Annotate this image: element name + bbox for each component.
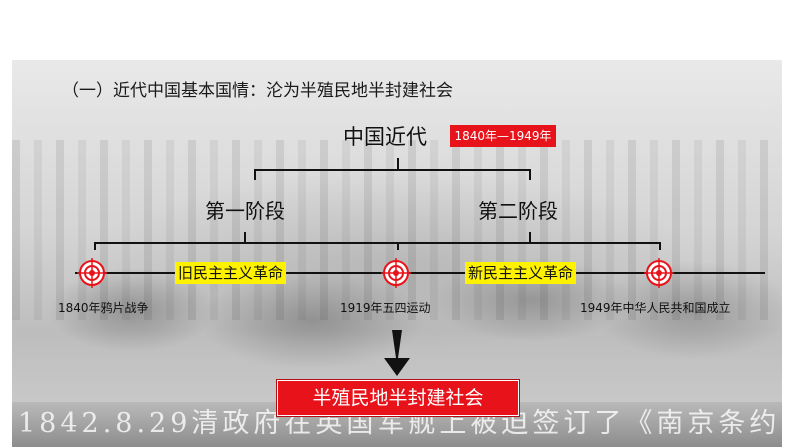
outcome-box: 半殖民地半封建社会 — [277, 380, 519, 416]
event-prc-founding: 1949年中华人民共和国成立 — [580, 301, 731, 315]
target-crosshair-icon — [644, 258, 674, 288]
era-brace — [254, 158, 531, 180]
stage-1-label: 第一阶段 — [205, 199, 285, 223]
stage-1-brace — [94, 232, 399, 250]
stage-1-revolution: 旧民主主义革命 — [175, 262, 287, 284]
event-opium-war: 1840年鸦片战争 — [58, 301, 149, 315]
event-may-fourth: 1919年五四运动 — [340, 301, 431, 315]
arrow-down-icon — [384, 330, 410, 376]
target-crosshair-icon — [77, 258, 107, 288]
stage-2-brace — [397, 232, 661, 250]
era-title: 中国近代 — [343, 125, 427, 149]
era-range-badge: 1840年—1949年 — [450, 125, 556, 147]
stage-2-revolution: 新民主主义革命 — [465, 262, 577, 284]
stage-2-label: 第二阶段 — [478, 199, 558, 223]
section-heading: （一）近代中国基本国情：沦为半殖民地半封建社会 — [62, 81, 453, 101]
target-crosshair-icon — [381, 258, 411, 288]
